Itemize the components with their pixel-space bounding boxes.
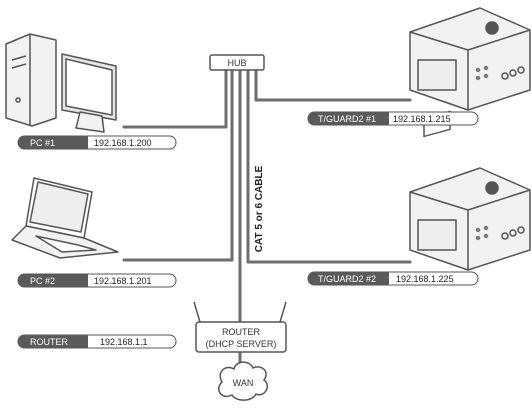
pc2-tag: PC #2 192.168.1.201 bbox=[18, 274, 176, 287]
router-antenna-left-icon bbox=[194, 302, 200, 322]
pc1-name: PC #1 bbox=[30, 138, 55, 148]
router-label-line2: (DHCP SERVER) bbox=[206, 339, 277, 349]
wan-cloud-icon: WAN bbox=[219, 362, 268, 400]
desktop-pc-icon bbox=[6, 34, 116, 132]
tguard-device-1-icon bbox=[410, 0, 530, 110]
router-tag: ROUTER 192.168.1.1 bbox=[18, 335, 176, 348]
tguard2-ip: 192.168.1.225 bbox=[396, 274, 454, 284]
tguard2-name: T/GUARD2 #2 bbox=[318, 274, 376, 284]
router-antenna-right-icon bbox=[280, 302, 286, 322]
tguard-device-2-icon bbox=[410, 111, 530, 270]
pc2-name: PC #2 bbox=[30, 276, 55, 286]
hub: HUB bbox=[210, 55, 264, 70]
pc1-tag: PC #1 192.168.1.200 bbox=[18, 136, 176, 149]
cable-label: CAT 5 or 6 CABLE bbox=[254, 165, 265, 252]
router-tag-name: ROUTER bbox=[30, 337, 69, 347]
hub-label: HUB bbox=[227, 58, 246, 68]
pc1-ip: 192.168.1.200 bbox=[94, 138, 152, 148]
tguard2-tag: T/GUARD2 #2 192.168.1.225 bbox=[308, 272, 478, 285]
tguard1-ip: 192.168.1.215 bbox=[393, 114, 451, 124]
pc2-ip: 192.168.1.201 bbox=[94, 276, 152, 286]
router-label-line1: ROUTER bbox=[222, 327, 261, 337]
laptop-icon bbox=[12, 178, 118, 258]
tguard1-tag: T/GUARD2 #1 192.168.1.215 bbox=[308, 112, 478, 125]
router-tag-ip: 192.168.1.1 bbox=[100, 337, 148, 347]
wan-label: WAN bbox=[233, 378, 254, 388]
tguard1-name: T/GUARD2 #1 bbox=[318, 114, 376, 124]
